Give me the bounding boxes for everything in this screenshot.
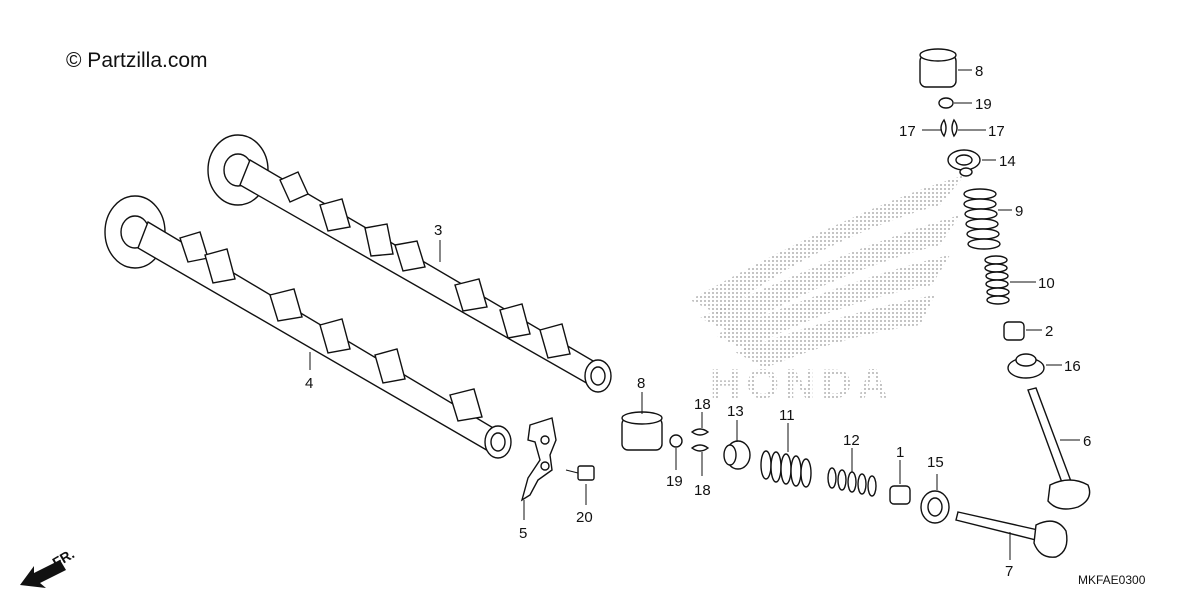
leader-lines — [309, 69, 1080, 560]
spring-retainer-part13 — [723, 440, 751, 470]
callout-13: 13 — [727, 403, 744, 420]
callout-10: 10 — [1038, 275, 1055, 292]
callout-5: 5 — [519, 525, 527, 542]
callout-20: 20 — [576, 509, 593, 526]
cam-sensor-plate-part5 — [520, 417, 557, 502]
callout-15: 15 — [927, 454, 944, 471]
callout-8-intake: 8 — [637, 375, 645, 392]
callout-19-intake: 19 — [666, 473, 683, 490]
spring-seat-part15 — [920, 490, 950, 524]
camshaft-intake-part4 — [104, 195, 512, 459]
callout-18-bottom: 18 — [694, 482, 711, 499]
bolt-part20 — [565, 465, 595, 481]
valve-lifter-part8-exhaust — [919, 48, 957, 88]
spring-seat-part16 — [1007, 353, 1045, 379]
callout-1: 1 — [896, 444, 904, 461]
outer-valve-spring-part11 — [760, 450, 812, 488]
diagram-code: MKFAE0300 — [1078, 573, 1146, 587]
callout-16: 16 — [1064, 358, 1081, 375]
valve-cotter-part17 — [940, 118, 958, 138]
watermark-text: © Partzilla.com — [66, 49, 208, 72]
callout-3: 3 — [434, 222, 442, 239]
front-direction-marker: FR. — [20, 545, 77, 588]
spring-retainer-part14 — [947, 149, 981, 177]
callout-2: 2 — [1045, 323, 1053, 340]
callout-9: 9 — [1015, 203, 1023, 220]
intake-valve-part6 — [1027, 387, 1091, 510]
inner-valve-spring-part12 — [827, 467, 877, 497]
valve-lifter-part8-intake — [621, 411, 663, 451]
camshaft-exhaust-part3 — [207, 134, 612, 393]
callout-19-exhaust: 19 — [975, 96, 992, 113]
callout-8-exhaust: 8 — [975, 63, 983, 80]
exhaust-valve-part7 — [955, 511, 1068, 558]
valve-cotter-part18 — [690, 428, 710, 452]
callout-17-right: 17 — [988, 123, 1005, 140]
callout-17-left: 17 — [899, 123, 916, 140]
shim-part19-intake — [669, 434, 683, 448]
valve-stem-seal-part1 — [889, 485, 911, 505]
callout-6: 6 — [1083, 433, 1091, 450]
callout-11: 11 — [779, 407, 795, 424]
callout-14: 14 — [999, 153, 1016, 170]
valve-stem-seal-part2 — [1003, 321, 1025, 341]
honda-wordmark-watermark: HONDA — [710, 360, 894, 407]
callout-12: 12 — [843, 432, 860, 449]
callout-18-top: 18 — [694, 396, 711, 413]
callout-4: 4 — [305, 375, 313, 392]
honda-wing-watermark — [690, 175, 965, 368]
shim-part19-exhaust — [938, 97, 954, 109]
inner-valve-spring-part10 — [984, 255, 1010, 305]
callout-7: 7 — [1005, 563, 1013, 580]
outer-valve-spring-part9 — [963, 188, 1001, 250]
